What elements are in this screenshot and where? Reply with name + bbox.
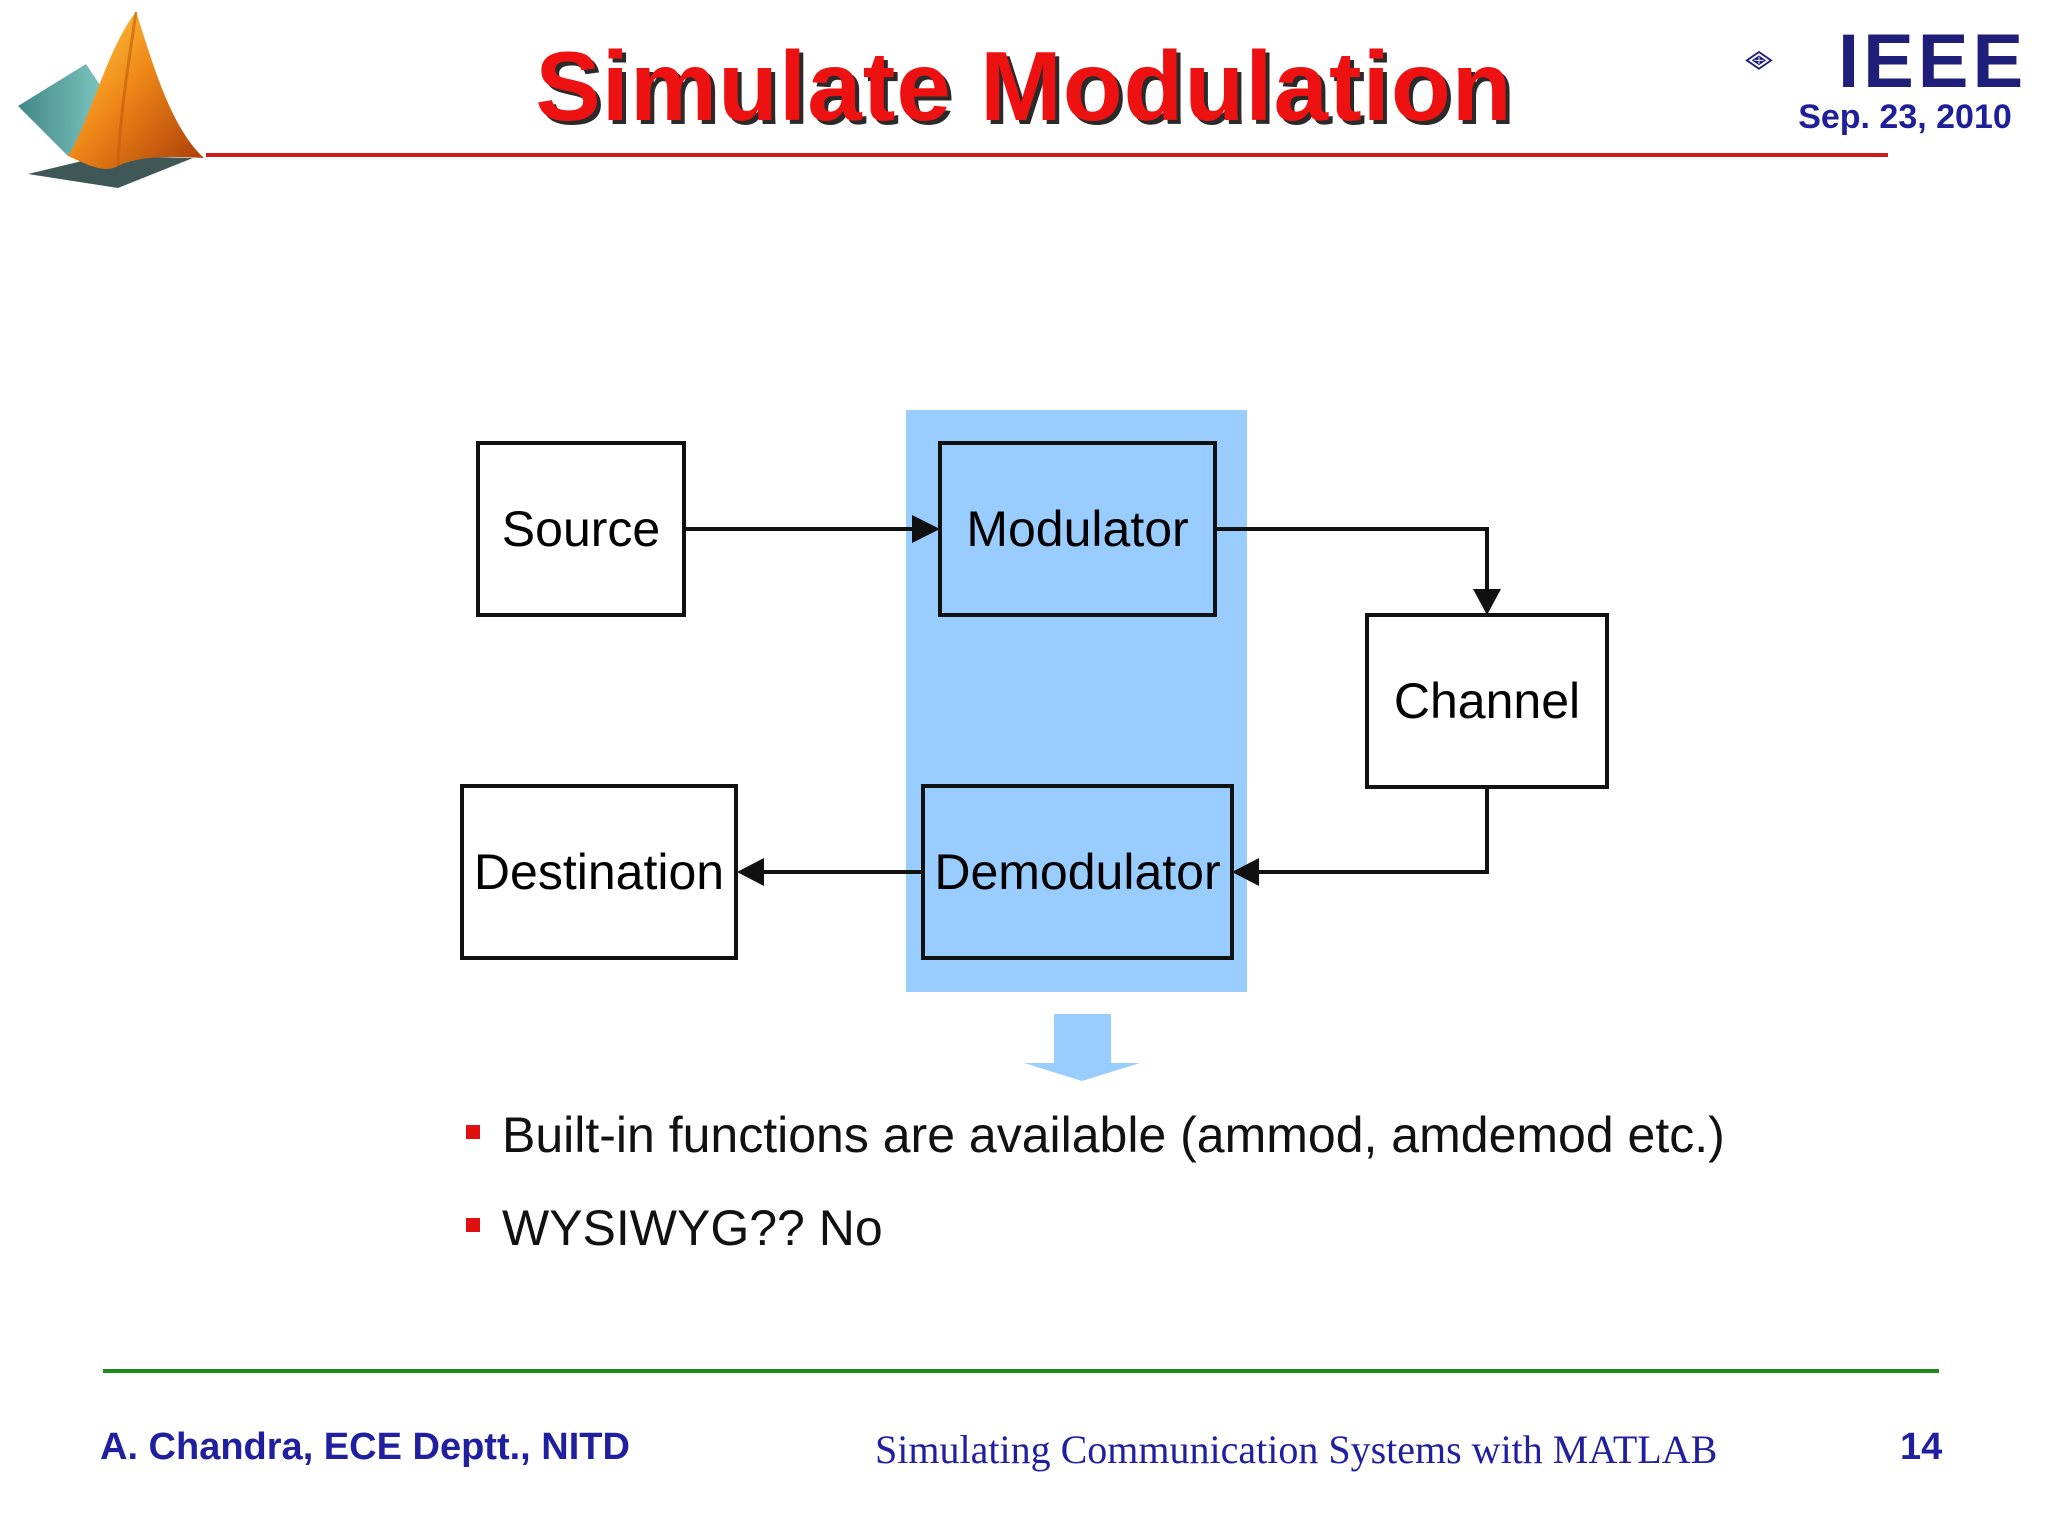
modulator-label: Modulator	[966, 501, 1189, 557]
bullet-item: Built-in functions are available (ammod,…	[466, 1106, 1725, 1164]
arrowhead-destination	[737, 858, 764, 886]
arrowhead-modulator	[912, 515, 940, 543]
bullet-text: WYSIWYG?? No	[502, 1200, 883, 1256]
demodulator-label: Demodulator	[934, 844, 1221, 900]
source-block	[476, 441, 686, 617]
ieee-diamond-icon	[1745, 50, 1773, 70]
destination-block	[460, 784, 738, 960]
bullet-square-icon	[466, 1218, 480, 1232]
matlab-logo	[18, 11, 204, 188]
channel-label: Channel	[1393, 673, 1581, 729]
source-label: Source	[501, 501, 661, 557]
demodulator-block	[921, 784, 1234, 960]
arrow-channel-to-demodulator	[1248, 789, 1489, 874]
title-divider	[206, 153, 1888, 157]
page-number: 14	[1900, 1426, 1943, 1468]
footer-author: A. Chandra, ECE Deptt., NITD	[100, 1426, 630, 1468]
ieee-logo-text: IEEE	[1838, 19, 2028, 104]
bullet-square-icon	[466, 1125, 480, 1139]
bullet-text: Built-in functions are available (ammod,…	[502, 1107, 1725, 1163]
bullet-item: WYSIWYG?? No	[466, 1199, 883, 1257]
footer-course-title: Simulating Communication Systems with MA…	[875, 1427, 1718, 1472]
slide-title: Simulate Modulation	[535, 31, 1513, 141]
slide-date: Sep. 23, 2010	[1798, 98, 2012, 136]
destination-label: Destination	[473, 844, 725, 900]
arrowhead-channel	[1473, 589, 1501, 615]
channel-block	[1365, 613, 1609, 789]
footer-divider	[103, 1369, 1939, 1373]
down-arrow	[1024, 1014, 1140, 1081]
arrowhead-demodulator	[1232, 858, 1259, 886]
arrow-modulator-to-channel	[1217, 527, 1489, 598]
